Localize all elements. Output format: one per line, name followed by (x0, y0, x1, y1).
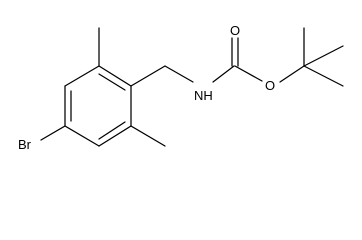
chemical-structure-diagram: Br NH O O (18, 23, 344, 152)
amine-label: NH (194, 88, 213, 103)
bromine-bond (40, 125, 66, 141)
tbutyl-methyl-bottom (303, 65, 344, 87)
ester-oxygen-tbutyl-bond (279, 65, 305, 83)
bromine-label: Br (18, 137, 32, 152)
ring-bond-c1-c2-inner (98, 73, 126, 91)
ring-bond-c4-c5 (64, 125, 100, 147)
ring-bond-c5-c6-inner (98, 121, 126, 140)
ring-bond-c1-c2 (98, 65, 132, 87)
carbonyl-ester-oxygen-bond (234, 65, 263, 82)
ch2-nitrogen-bond (164, 65, 194, 83)
ring-bond-c2-c3 (64, 65, 100, 87)
benzene-ring (64, 65, 132, 147)
methyl-bond-bottom (130, 125, 166, 147)
carbonyl-oxygen-label: O (230, 23, 240, 38)
nitrogen-carbonyl-bond (212, 65, 235, 83)
tbutyl-methyl-right (303, 45, 344, 67)
ester-oxygen-label: O (265, 78, 275, 93)
ring-bond-c5-c6 (98, 125, 132, 147)
benzyl-ch2-bond (130, 65, 166, 87)
